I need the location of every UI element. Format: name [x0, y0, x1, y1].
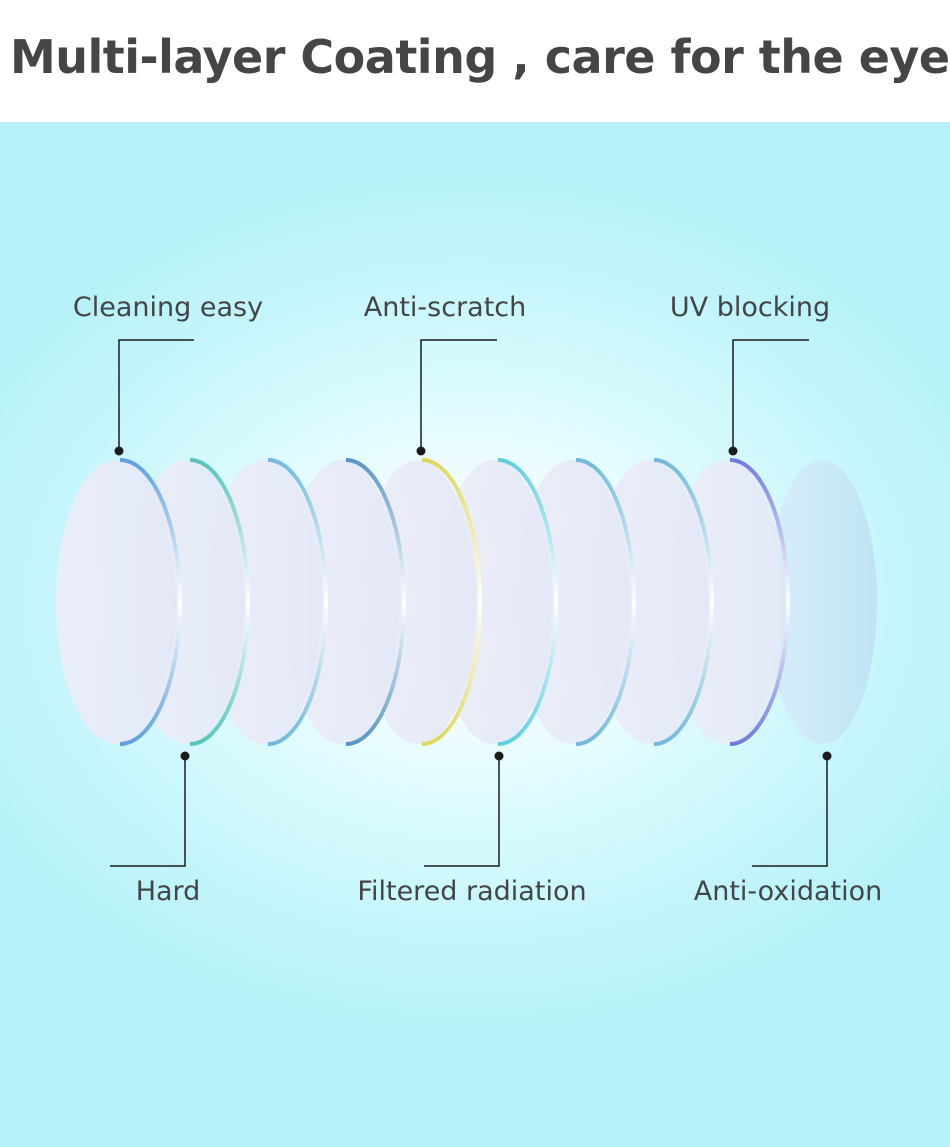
- label-cleaning-easy: Cleaning easy: [72, 292, 264, 323]
- leader-cleaning-easy: [114, 339, 194, 456]
- header: Multi-layer Coating , care for the eyes: [0, 0, 950, 122]
- leader-anti-scratch: [416, 339, 497, 456]
- lens-2: [56, 458, 182, 746]
- leader-uv-blocking: [728, 339, 809, 456]
- label-hard: Hard: [135, 876, 201, 907]
- leader-hard: [110, 751, 190, 867]
- label-anti-oxidation: Anti-oxidation: [693, 876, 883, 907]
- leader-filtered-radiation: [424, 751, 504, 867]
- page-title: Multi-layer Coating , care for the eyes: [10, 30, 950, 84]
- label-uv-blocking: UV blocking: [669, 292, 831, 323]
- label-filtered-radiation: Filtered radiation: [357, 876, 587, 907]
- leader-anti-oxidation: [752, 751, 832, 867]
- label-anti-scratch: Anti-scratch: [363, 292, 527, 323]
- lens-11: [767, 460, 877, 744]
